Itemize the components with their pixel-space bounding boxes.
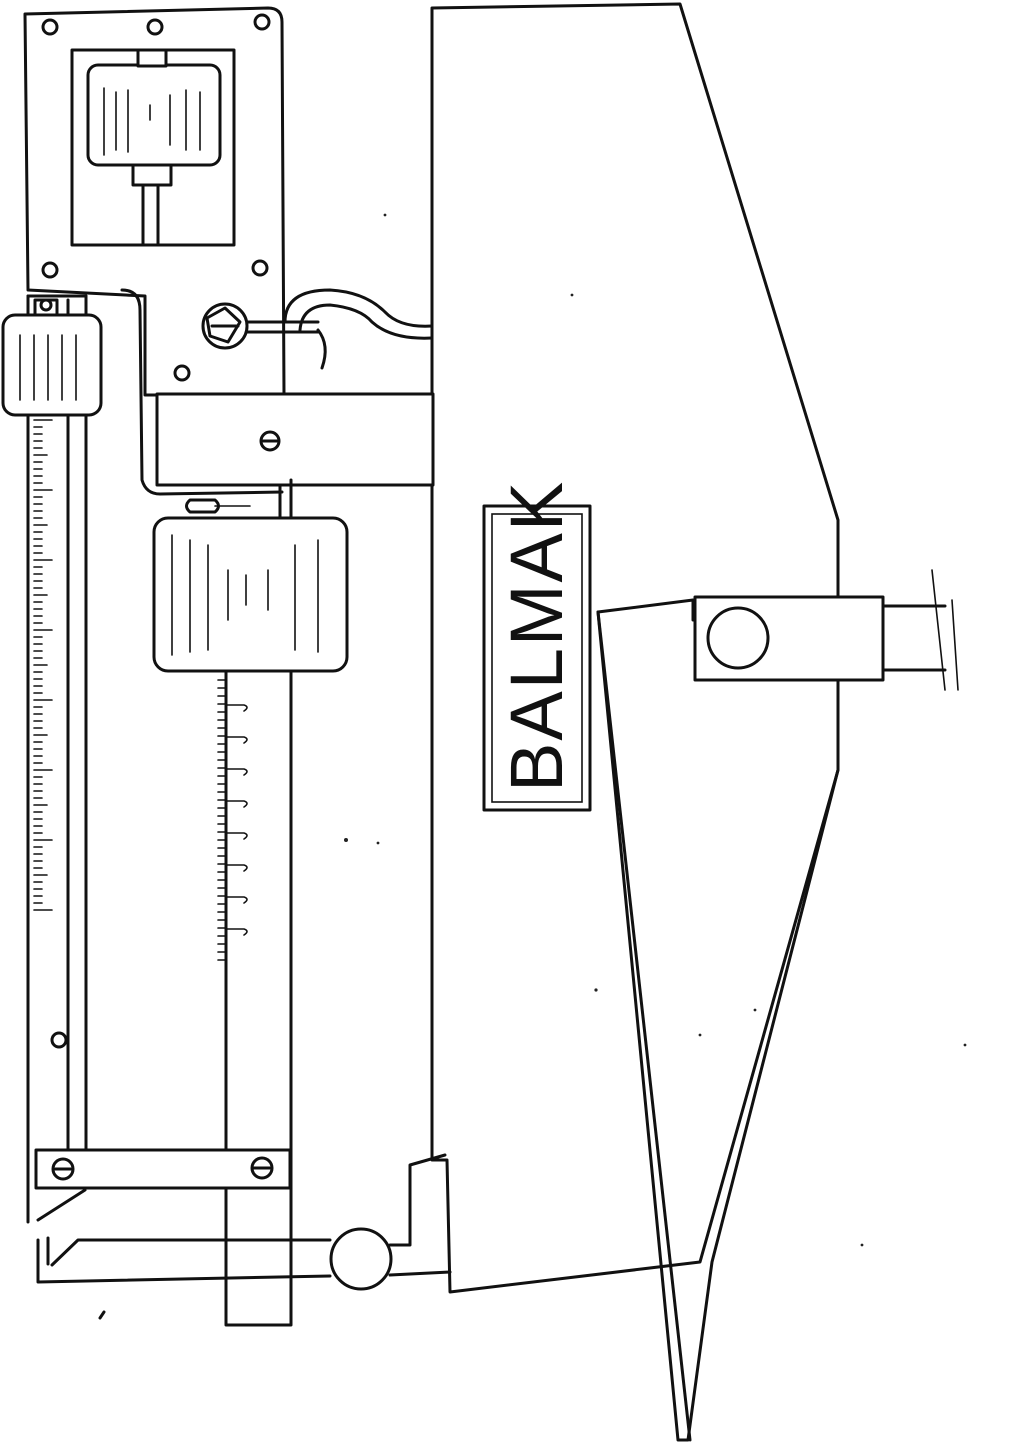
mounting-hole-icon [146, 18, 164, 36]
side-clamp-bracket [693, 569, 959, 691]
beam-notch [225, 800, 248, 808]
top-counterweight [86, 48, 222, 247]
scan-specks [98, 213, 967, 1320]
scale-housing [430, 2, 840, 1294]
screw-head-icon [250, 1156, 274, 1180]
graduated-beam [26, 294, 88, 1224]
mounting-hole-icon [39, 298, 53, 312]
main-poise-weight[interactable] [152, 498, 349, 673]
beam-notch [225, 704, 248, 712]
mounting-hole-icon [253, 13, 271, 31]
hook-icon [283, 288, 434, 340]
beam-notch [225, 832, 248, 840]
mounting-hole-icon [50, 1031, 68, 1049]
knob-icon [329, 1227, 393, 1291]
brand-label: BALMAK [495, 480, 578, 792]
mounting-hole-icon [41, 261, 59, 279]
pointer-lever [36, 1153, 452, 1291]
brand-plate: BALMAK [482, 480, 592, 812]
beam-scale-ticks [33, 419, 53, 911]
beam-slider-poise[interactable] [1, 313, 103, 417]
clamp-pin-icon [706, 606, 770, 670]
top-mounting-plate [23, 6, 286, 397]
secondary-beam-notches [217, 679, 248, 961]
mounting-hole-icon [41, 18, 59, 36]
beam-notch [225, 864, 248, 872]
mounting-hole-icon [173, 364, 191, 382]
lower-clamp-band [34, 1148, 292, 1190]
hanger-hook [201, 288, 434, 370]
screw-head-icon [51, 1157, 75, 1181]
mounting-hole-icon [251, 259, 269, 277]
screw-head-icon [259, 430, 281, 452]
crossbar-arm [120, 288, 435, 496]
beam-notch [225, 928, 248, 936]
platform-base [596, 596, 840, 1442]
beam-notch [225, 736, 248, 744]
beam-notch [225, 896, 248, 904]
beam-notch [225, 768, 248, 776]
